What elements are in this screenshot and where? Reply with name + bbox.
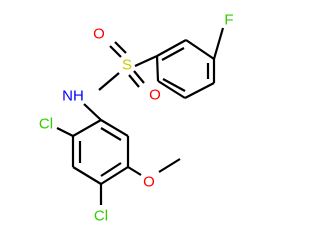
- fluorophenyl-ring: [155, 39, 216, 99]
- bond-c4-c5: [157, 80, 186, 99]
- bond-r2-c6-c1-inner: [100, 127, 122, 141]
- bond-n-c: [83, 103, 102, 121]
- bond-s-o-bottom-1: [128, 74, 140, 88]
- bond-c4-c5-inner: [162, 78, 186, 92]
- bond-r2-c4-c5: [100, 166, 129, 185]
- bond-c2-c3: [156, 39, 187, 57]
- bond-s-n: [98, 72, 120, 91]
- bond-c-cl-top: [56, 127, 74, 137]
- bond-r2-c3-c4: [72, 166, 102, 185]
- bond-c-s: [134, 54, 158, 68]
- bond-s-o-bottom-2: [133, 70, 145, 84]
- oxygen-top-label: O: [93, 26, 105, 43]
- sulfur-label: S: [122, 57, 132, 74]
- bond-r2-c1-c2: [72, 119, 102, 137]
- bond-c2-c3-inner: [161, 47, 185, 61]
- bond-r2-c6-c1: [100, 119, 129, 137]
- bond-c5-c6: [184, 82, 215, 99]
- chlorine-top-label: Cl: [39, 116, 53, 133]
- methoxy-oxygen-label: O: [143, 174, 155, 191]
- bond-c-o-methoxy: [127, 166, 142, 176]
- bond-c1-c2: [185, 39, 215, 60]
- dichloromethoxyphenyl-ring: [71, 119, 130, 185]
- chlorine-bottom-label: Cl: [94, 208, 108, 225]
- oxygen-bottom-label: O: [149, 87, 161, 104]
- bond-c3-c4: [155, 55, 160, 82]
- structure-canvas: F S O O NH Cl Cl O: [38, 11, 234, 225]
- bond-c-f: [212, 27, 225, 60]
- bond-o-ch3: [158, 158, 181, 173]
- nitrogen-label: NH: [62, 88, 84, 105]
- molecule-structure: F S O O NH Cl Cl O: [39, 12, 234, 225]
- bond-r2-c4-c5-inner: [100, 162, 122, 177]
- bond-s-o-top-1: [109, 45, 122, 58]
- fluorine-label: F: [224, 12, 233, 29]
- bond-s-o-top-2: [114, 41, 127, 54]
